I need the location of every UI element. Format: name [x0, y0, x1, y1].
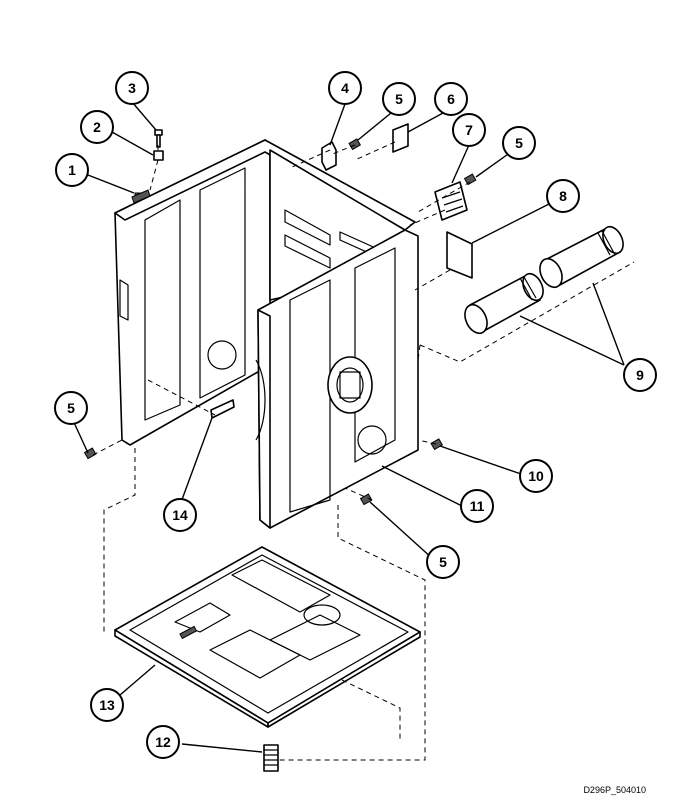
part-5-screw: [359, 493, 373, 506]
callout-label: 9: [636, 367, 644, 383]
left-panel-hole: [207, 340, 237, 370]
part-13-base: [114, 546, 421, 728]
cabinet-back-slot: [284, 234, 331, 269]
callout-label: 11: [470, 498, 485, 514]
callout-11: 11: [460, 489, 494, 523]
part-12-leveling-leg: [263, 744, 279, 772]
callout-5: 5: [382, 82, 416, 116]
exhaust-duct-rear: [539, 225, 624, 289]
callout-label: 6: [447, 91, 455, 107]
callout-label: 14: [172, 507, 188, 523]
callout-label: 5: [395, 91, 403, 107]
callout-5: 5: [54, 391, 88, 425]
part-1-clip: [131, 189, 151, 204]
callout-14: 14: [163, 498, 197, 532]
part-14-label: [210, 399, 235, 419]
callout-label: 4: [341, 80, 349, 96]
callout-7: 7: [452, 113, 486, 147]
callout-label: 1: [68, 162, 76, 178]
part-4-bracket: [321, 141, 337, 171]
callout-label: 5: [439, 554, 447, 570]
callout-9: 9: [623, 358, 657, 392]
cabinet-assembly: [114, 139, 419, 529]
exhaust-duct-front: [464, 272, 544, 335]
callout-2: 2: [80, 110, 114, 144]
part-10-screw: [430, 438, 444, 451]
callout-1: 1: [55, 153, 89, 187]
left-panel-channel: [144, 199, 181, 421]
part-6-label: [392, 123, 409, 153]
part-5-screw: [348, 138, 362, 151]
callout-label: 13: [99, 697, 115, 713]
cabinet-back-slot: [284, 209, 331, 246]
callout-6: 6: [434, 82, 468, 116]
callout-label: 3: [128, 80, 136, 96]
callout-label: 5: [515, 135, 523, 151]
front-panel-channel: [289, 279, 331, 513]
hardware: [83, 123, 477, 772]
alignment-lines: [92, 141, 635, 761]
drawing-id-label: D296P_504010: [583, 785, 646, 795]
part-8-pad: [446, 231, 473, 279]
left-panel-channel: [199, 167, 246, 399]
callout-8: 8: [546, 179, 580, 213]
part-5-screw: [463, 173, 477, 186]
callout-label: 8: [559, 188, 567, 204]
callout-4: 4: [328, 71, 362, 105]
part-7-cover-plate: [434, 181, 468, 221]
callout-label: 10: [528, 468, 544, 484]
callout-13: 13: [90, 688, 124, 722]
front-panel-door-ring: [327, 356, 373, 414]
callout-5: 5: [426, 545, 460, 579]
callout-label: 2: [93, 119, 101, 135]
part-3-screw: [154, 129, 163, 148]
front-panel-hole: [357, 425, 387, 455]
callout-label: 7: [465, 122, 473, 138]
part-9-exhaust-ducts: [464, 225, 624, 335]
front-panel-curve: [255, 359, 266, 441]
callout-label: 12: [155, 734, 171, 750]
callout-12: 12: [146, 725, 180, 759]
callout-bubbles: 1 2 3 4 5 6 7 5 8 9 5 10 11 14 5 13 12: [54, 71, 657, 759]
callout-3: 3: [115, 71, 149, 105]
left-panel-handle-cut: [119, 279, 129, 321]
part-2-nut: [153, 150, 164, 161]
callout-label: 5: [67, 400, 75, 416]
callout-5: 5: [502, 126, 536, 160]
part-5-screw: [83, 447, 97, 460]
callout-10: 10: [519, 459, 553, 493]
